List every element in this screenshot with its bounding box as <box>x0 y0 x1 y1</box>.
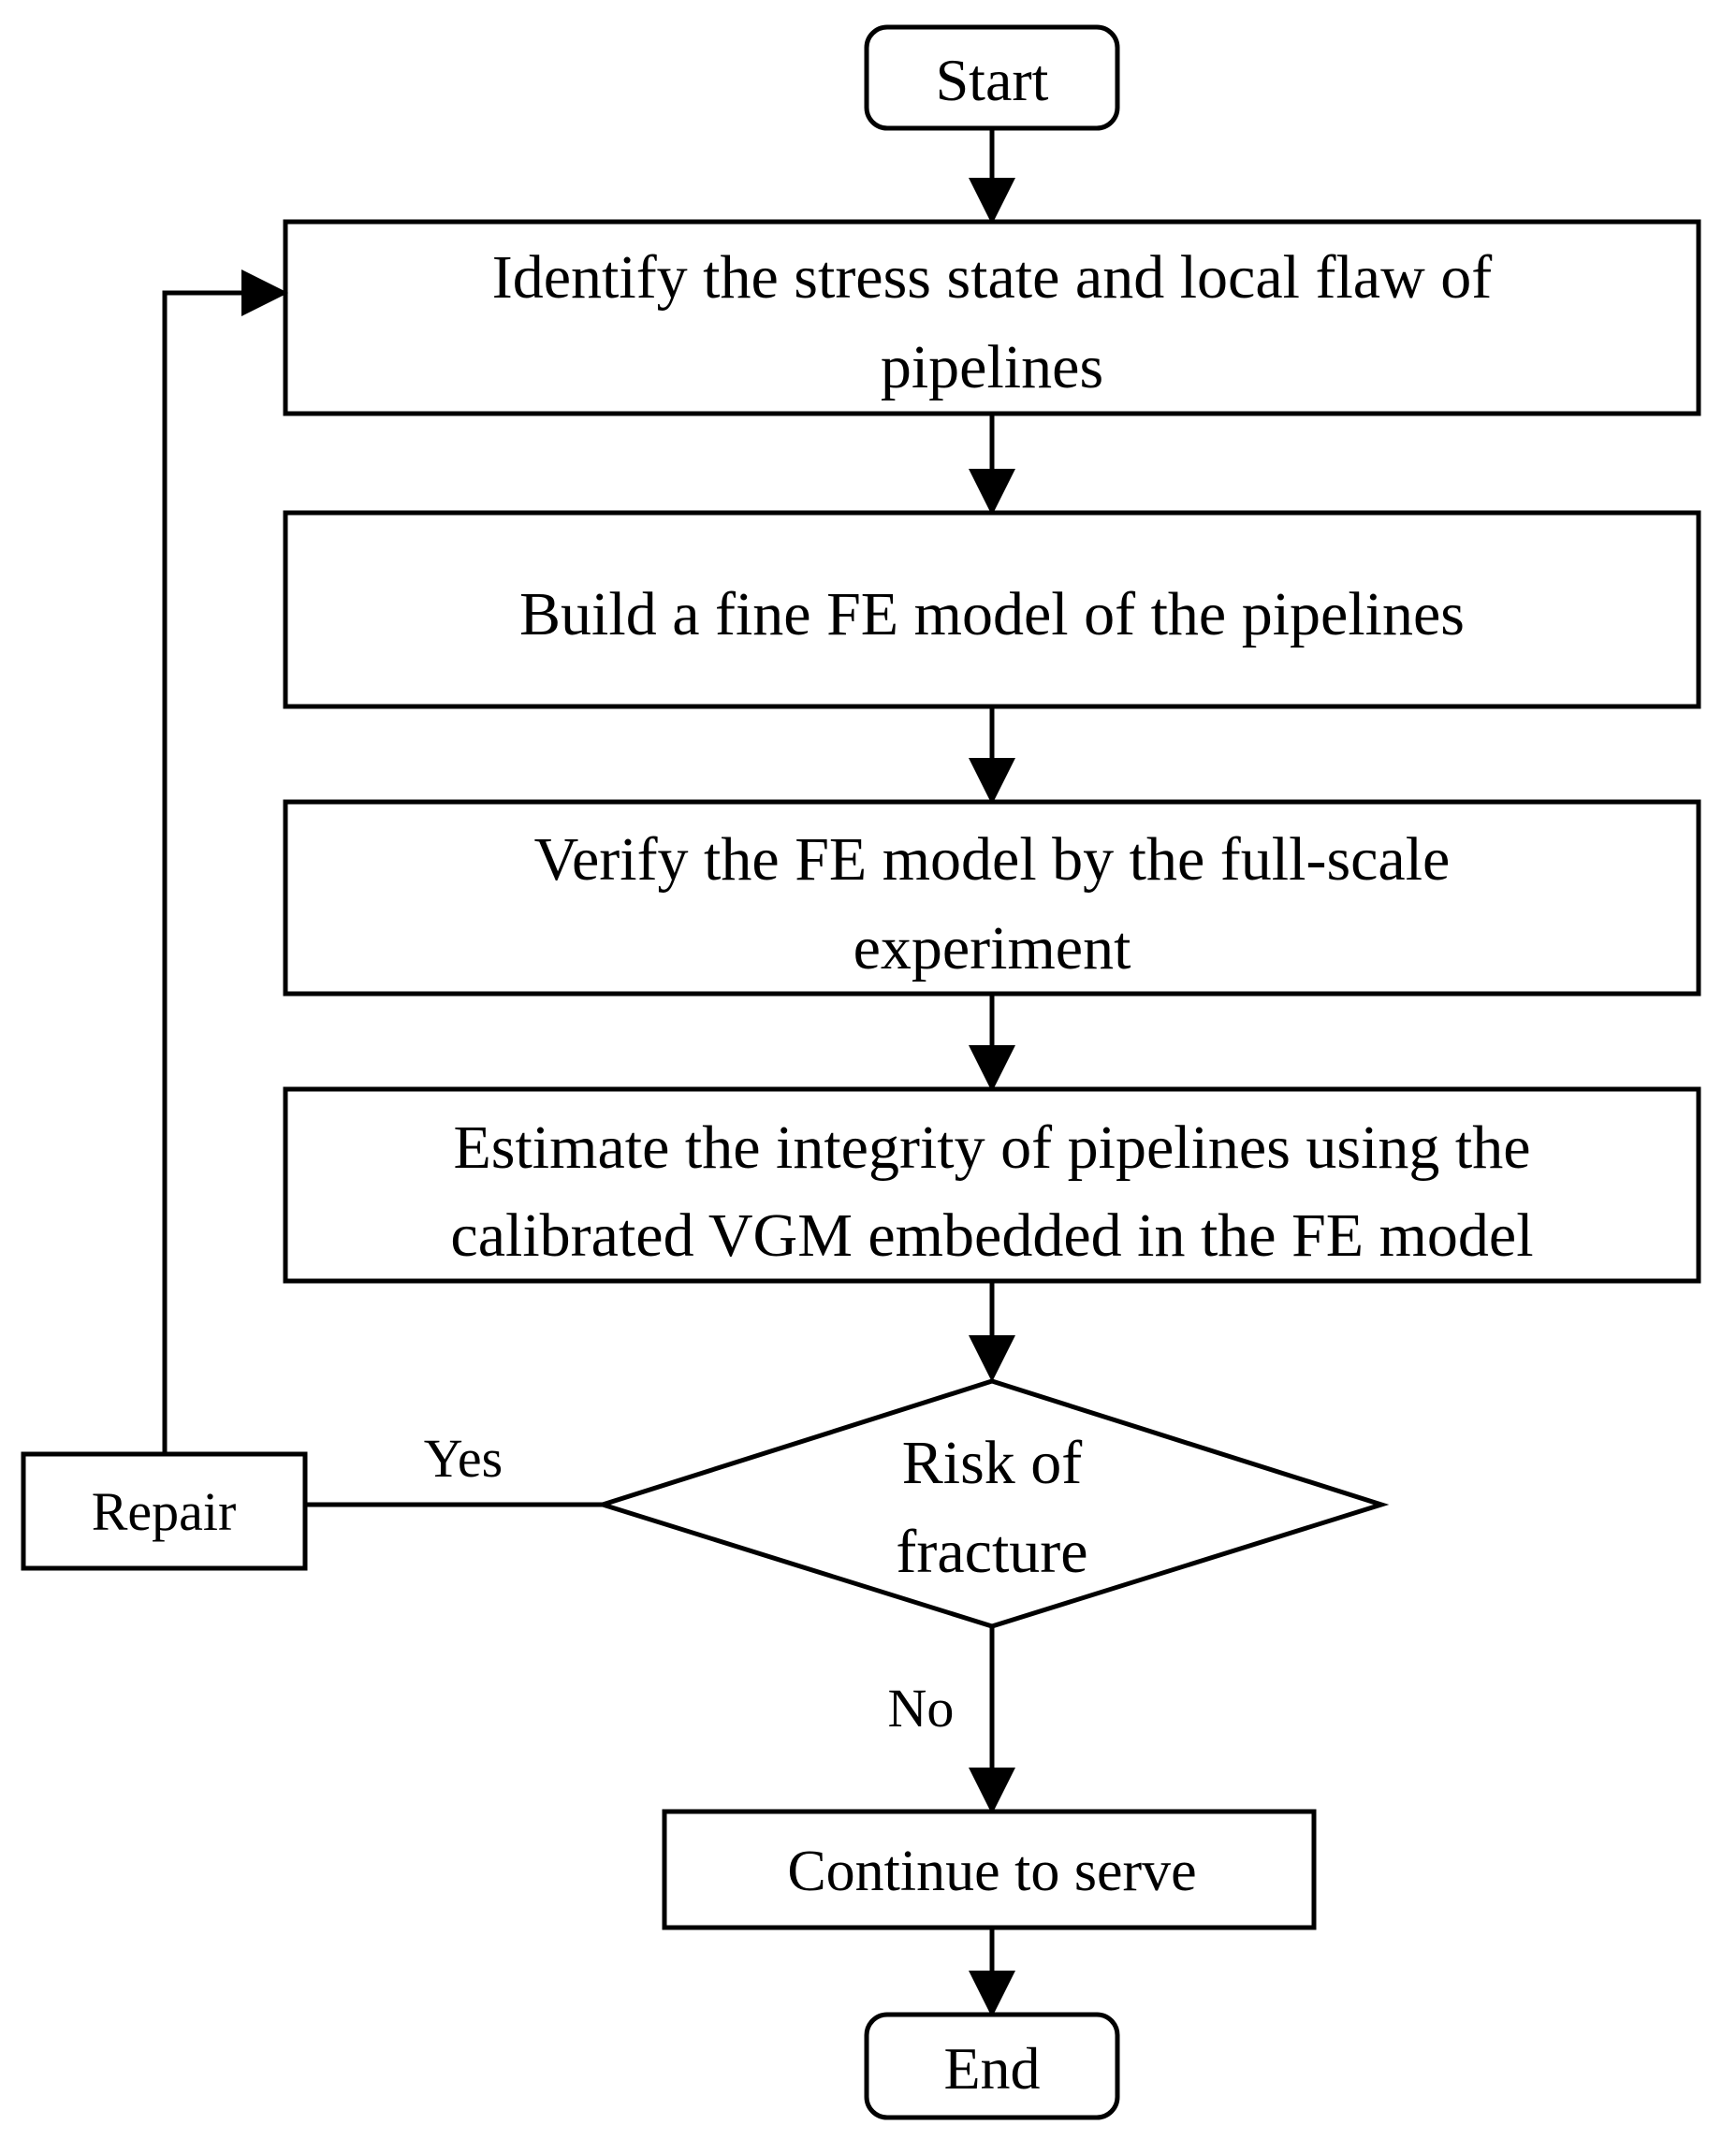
continue-label: Continue to serve <box>787 1840 1196 1903</box>
start-label: Start <box>936 47 1049 113</box>
yes-label: Yes <box>424 1428 503 1489</box>
step-verify-line1: Verify the FE model by the full-scale <box>534 825 1451 894</box>
continue-box: Continue to serve <box>662 1809 1317 1930</box>
end-terminal: End <box>864 2012 1120 2120</box>
step-build-line1: Build a fine FE model of the pipelines <box>519 580 1465 648</box>
end-label: End <box>943 2035 1040 2102</box>
decision-risk-of-fracture: Risk of fracture <box>594 1378 1390 1629</box>
step-identify-line1: Identify the stress state and local flaw… <box>492 243 1492 312</box>
repair-label: Repair <box>92 1481 237 1542</box>
step-estimate-line1: Estimate the integrity of pipelines usin… <box>453 1113 1530 1182</box>
step-identify-line2: pipelines <box>881 333 1103 401</box>
repair-box: Repair <box>21 1451 308 1571</box>
start-terminal: Start <box>864 24 1120 131</box>
decision-line1: Risk of <box>902 1429 1083 1497</box>
step-identify-box: Identify the stress state and local flaw… <box>283 219 1701 416</box>
step-verify-line2: experiment <box>853 914 1131 982</box>
step-estimate-line2: calibrated VGM embedded in the FE model <box>450 1201 1533 1270</box>
step-estimate-box: Estimate the integrity of pipelines usin… <box>283 1086 1701 1284</box>
step-verify-box: Verify the FE model by the full-scale ex… <box>283 799 1701 997</box>
no-label: No <box>888 1678 955 1739</box>
decision-line2: fracture <box>896 1518 1087 1586</box>
step-build-box: Build a fine FE model of the pipelines <box>283 510 1701 709</box>
arrow-repair-loop-back <box>162 269 288 1454</box>
